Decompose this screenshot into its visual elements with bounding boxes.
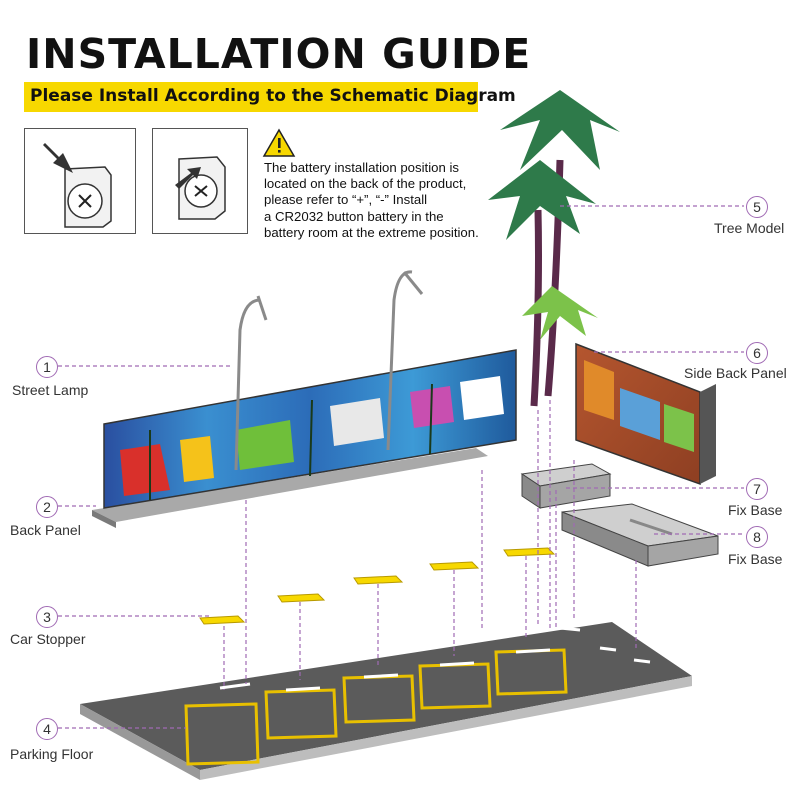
battery-instruction-line: The battery installation position is	[264, 160, 459, 175]
part-label-parking-floor: Parking Floor	[10, 746, 94, 762]
part-number-3: 3	[36, 606, 58, 628]
leader-lines	[58, 205, 744, 729]
part-number-5: 5	[746, 196, 768, 218]
part-number-6: 6	[746, 342, 768, 364]
part-label-street-lamp: Street Lamp	[12, 382, 89, 398]
part-label-fix-base-8: Fix Base	[728, 551, 783, 567]
part-label-fix-base-7: Fix Base	[728, 502, 783, 518]
battery-instruction-line: battery room at the extreme position.	[264, 224, 479, 240]
page-title: INSTALLATION GUIDE	[26, 30, 532, 78]
part-number-7: 7	[746, 478, 768, 500]
fix-base-8	[561, 503, 719, 567]
battery-instruction-line: located on the back of the product,	[264, 176, 467, 192]
street-lamps	[234, 270, 424, 471]
part-number-1: 1	[36, 356, 58, 378]
battery-press-icon	[175, 156, 226, 220]
battery-instruction-line: please refer to “+”, “-” Install	[264, 192, 428, 208]
parking-floor	[80, 622, 692, 780]
back-panel	[92, 349, 517, 528]
battery-insert-icon	[43, 143, 112, 228]
part-label-tree-model: Tree Model	[714, 220, 785, 236]
part-label-side-back-panel: Side Back Panel	[684, 365, 787, 381]
part-number-2: 2	[36, 496, 58, 518]
car-stoppers	[199, 547, 556, 625]
fix-base-7	[520, 463, 612, 509]
page-subtitle: Please Install According to the Schemati…	[30, 86, 516, 106]
part-label-car-stopper: Car Stopper	[10, 631, 86, 647]
battery-instruction-line: a CR2032 button battery in the	[264, 208, 444, 224]
battery-press-panel	[152, 128, 248, 234]
tree-model	[488, 90, 620, 407]
part-number-8: 8	[746, 526, 768, 548]
side-back-panel	[575, 342, 716, 486]
part-number-4: 4	[36, 718, 58, 740]
battery-insert-panel	[24, 128, 136, 234]
part-label-back-panel: Back Panel	[10, 522, 81, 538]
battery-instructions: The battery installation position is loc…	[264, 160, 504, 241]
subtitle-banner: Please Install According to the Schemati…	[24, 82, 516, 112]
